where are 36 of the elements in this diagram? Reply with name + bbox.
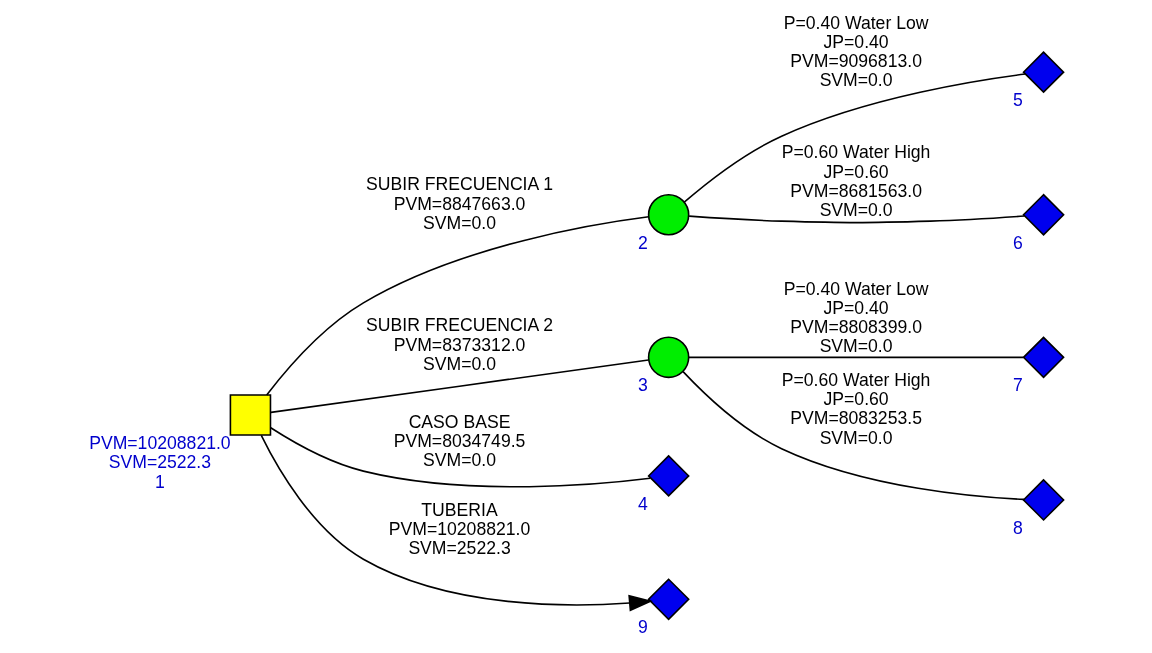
node-diamond [646, 578, 690, 621]
arrow [259, 434, 653, 612]
connector [269, 426, 651, 488]
node-diamond [646, 454, 690, 498]
edge-label: P=0.40 Water Low JP=0.40 PVM=9096813.0 SVM=0.0 [783, 12, 928, 91]
edge-label: P=0.60 Water High JP=0.60 PVM=8681563.0 SVM=0.0 [781, 142, 930, 221]
connector [687, 356, 1024, 359]
node-label: 9 [637, 617, 648, 638]
node-label: PVM=10208821.0 [88, 433, 231, 454]
edge-label: P=0.60 Water High JP=0.60 PVM=8083253.5 SVM=0.0 [781, 369, 930, 448]
node-label: 3 [637, 375, 648, 396]
node-circle [647, 336, 689, 379]
node-label: 7 [1012, 375, 1023, 396]
connector [681, 370, 1025, 501]
edge-label: TUBERIA PVM=10208821.0 SVM=2522.3 [388, 499, 530, 559]
node-label: 1 [154, 471, 165, 492]
node-label: SVM=2522.3 [108, 452, 211, 473]
node-label: 6 [1012, 232, 1023, 253]
node-circle [647, 193, 689, 236]
node-diamond [1021, 50, 1065, 94]
connector [682, 73, 1026, 203]
connector [687, 215, 1025, 224]
node-label: 5 [1012, 90, 1023, 111]
edge-label: SUBIR FRECUENCIA 2 PVM=8373312.0 SVM=0.0 [365, 315, 553, 374]
connector [265, 216, 649, 396]
edge-label: SUBIR FRECUENCIA 1 PVM=8847663.0 SVM=0.0 [365, 174, 553, 233]
edge-label: P=0.40 Water Low JP=0.40 PVM=8808399.0 SVM=0.0 [783, 278, 928, 357]
connector [269, 359, 649, 414]
node-label: 8 [1012, 518, 1023, 539]
node-label: 2 [637, 232, 648, 253]
node-diamond [1021, 336, 1065, 379]
node-box [229, 394, 271, 436]
node-diamond [1021, 478, 1065, 522]
node-diamond [1021, 193, 1065, 236]
edge-label: CASO BASE PVM=8034749.5 SVM=0.0 [393, 411, 525, 470]
node-label: 4 [637, 494, 648, 515]
